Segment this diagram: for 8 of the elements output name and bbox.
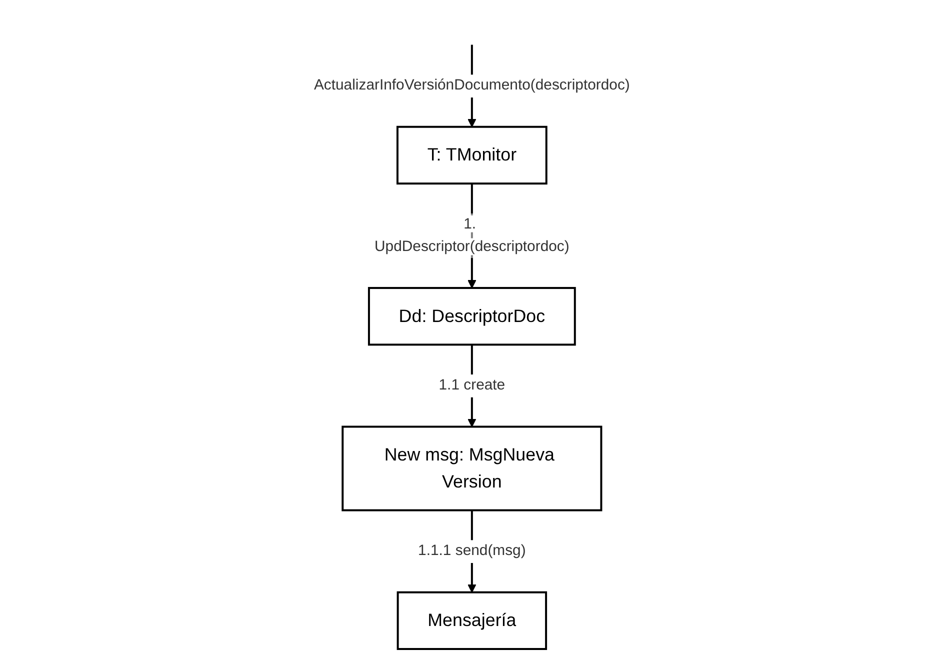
edge-label: 1.1 create (438, 376, 506, 393)
edge-label: ActualizarInfoVersiónDocumento(descriptordoc) (314, 76, 630, 94)
edge-label: 1.1.1 send(msg) (418, 542, 526, 559)
edge-label: 1. UpdDescriptor(descriptordoc) (374, 214, 570, 254)
node-box: Dd: DescriptorDoc (368, 286, 576, 346)
node-box: T: TMonitor (396, 125, 548, 184)
node-box: Mensajería (396, 590, 548, 650)
node-box: New msg: MsgNueva Version (342, 425, 602, 511)
